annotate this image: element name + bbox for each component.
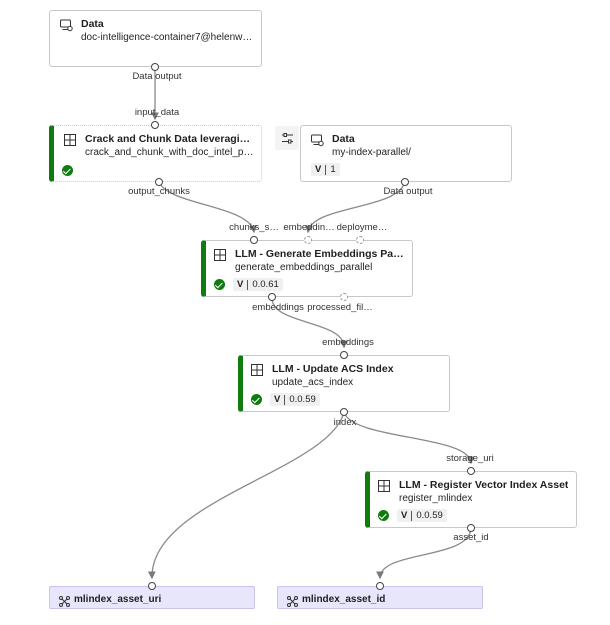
port-storage-uri-input[interactable] (467, 467, 475, 475)
port-processed-output[interactable] (340, 293, 348, 301)
node-subtitle: my-index-parallel/ (332, 147, 411, 158)
edge-acs-to-output-uri (147, 411, 345, 580)
port-label: embeddings (252, 302, 304, 313)
output-title: mlindex_asset_id (302, 594, 386, 605)
edge-register-to-output-id (376, 527, 472, 580)
port-label: input_data (134, 107, 180, 118)
edge-acs-to-register (343, 411, 475, 465)
port-acs-embeddings-input[interactable] (340, 351, 348, 359)
node-subtitle: update_acs_index (272, 377, 354, 388)
component-icon (377, 479, 391, 493)
crack-and-chunk-node[interactable]: Crack and Chunk Data leveraging Azure … … (49, 125, 262, 182)
register-vector-index-node[interactable]: LLM - Register Vector Index Asset regist… (365, 471, 577, 528)
edge-data2-to-embed (305, 180, 406, 234)
component-icon (213, 248, 227, 262)
port-asset-id-output[interactable] (467, 524, 475, 532)
node-subtitle: doc-intelligence-container7@helenworksp… (81, 32, 255, 43)
data-asset-icon (59, 18, 73, 32)
node-title: Data (81, 18, 104, 30)
output-title: mlindex_asset_uri (74, 594, 162, 605)
port-label: chunks_s… (229, 222, 279, 233)
node-title: LLM - Generate Embeddings Parallel (235, 248, 406, 260)
port-label: index (333, 417, 357, 428)
port-chunks-input[interactable] (250, 236, 258, 244)
node-subtitle: crack_and_chunk_with_doc_intel_parallel (85, 147, 255, 158)
port-input-data[interactable] (151, 121, 159, 129)
port-data-output[interactable] (151, 63, 159, 71)
generate-embeddings-node[interactable]: LLM - Generate Embeddings Parallel gener… (201, 240, 413, 297)
update-acs-index-node[interactable]: LLM - Update ACS Index update_acs_index … (238, 355, 450, 412)
port-embeddings-output[interactable] (268, 293, 276, 301)
node-title: Crack and Chunk Data leveraging Azure … (85, 133, 255, 145)
edge-embed-to-acs (271, 296, 348, 349)
data-node-input[interactable]: Data doc-intelligence-container7@helenwo… (49, 10, 262, 67)
port-output-uri-input[interactable] (148, 582, 156, 590)
status-completed-icon (214, 279, 225, 290)
pipeline-output-icon (287, 594, 298, 612)
status-completed-icon (251, 394, 262, 405)
node-subtitle: register_mlindex (399, 493, 473, 504)
port-label: embeddin… (283, 222, 335, 233)
edge-crack-to-embed (158, 180, 257, 234)
port-label: storage_uri (446, 453, 494, 464)
port-output-chunks[interactable] (155, 178, 163, 186)
node-title: LLM - Register Vector Index Asset (399, 479, 569, 491)
port-label: output_chunks (128, 186, 190, 197)
port-label: asset_id (453, 532, 489, 543)
port-output-id-input[interactable] (376, 582, 384, 590)
port-label: processed_fil… (307, 302, 373, 313)
pipeline-output-icon (59, 594, 70, 612)
node-options-button[interactable] (275, 126, 299, 150)
port-label: embeddings (322, 337, 374, 348)
port-label: Data output (383, 186, 433, 197)
data-asset-icon (310, 133, 324, 147)
port-label: deployme… (336, 222, 388, 233)
node-title: LLM - Update ACS Index (272, 363, 394, 375)
status-completed-icon (378, 510, 389, 521)
node-title: Data (332, 133, 355, 145)
status-completed-icon (62, 165, 73, 176)
node-subtitle: generate_embeddings_parallel (235, 262, 373, 273)
component-icon (63, 133, 77, 147)
port-deployment-input[interactable] (356, 236, 364, 244)
port-index-output[interactable] (340, 408, 348, 416)
port-embeddings-input[interactable] (304, 236, 312, 244)
port-data2-output[interactable] (401, 178, 409, 186)
settings-sliders-icon (281, 132, 293, 143)
component-icon (250, 363, 264, 377)
port-label: Data output (132, 71, 182, 82)
